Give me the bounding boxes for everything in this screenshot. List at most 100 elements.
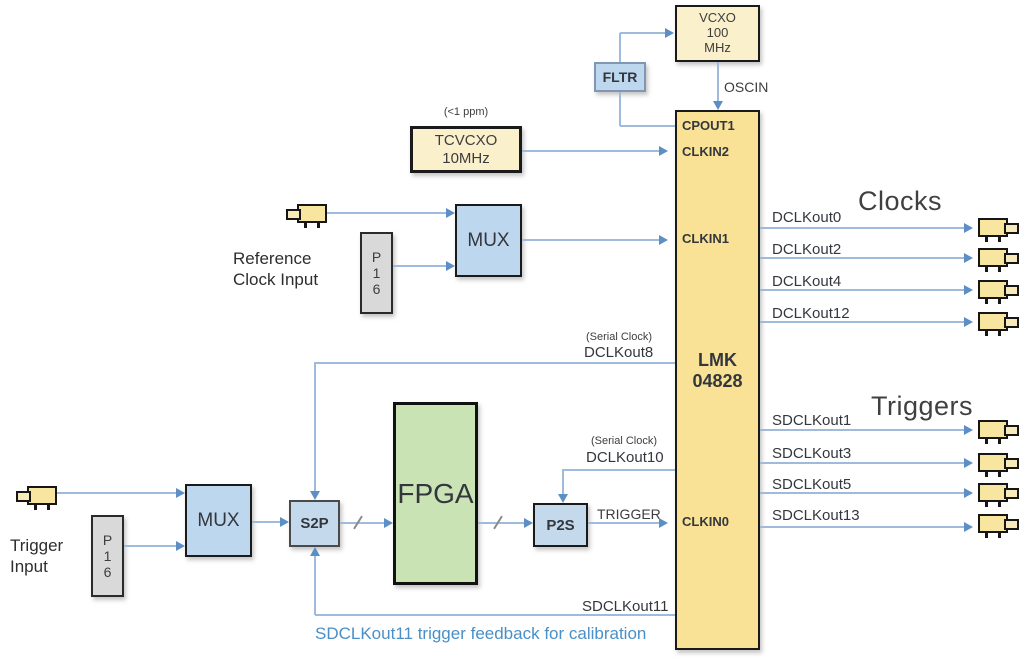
fpga-block: FPGA [393,402,478,585]
mux-ref-arrowhead2 [446,261,455,271]
mux-ref-arrowhead [446,208,455,218]
trigger-output-arrowhead [964,488,973,498]
mux-trigger-block: MUX [185,484,252,557]
trigger-sma-connector-icon [16,486,57,510]
s2p-block: S2P [289,500,340,547]
connector-leg [985,470,988,477]
connector-tab [1004,253,1019,264]
sdclkout11-line [315,614,675,616]
p16-trigger-block: P 1 6 [91,515,124,597]
clocks-heading: Clocks [858,186,943,216]
connector-leg [998,500,1001,507]
connector-tab [16,491,31,502]
p16-label-line: P [371,248,382,265]
port-clkin1: CLKIN1 [682,231,729,246]
connector-leg [998,329,1001,336]
vcxo-arrowhead [665,28,674,38]
clock-output-arrowhead [964,223,973,233]
vcxo-label-line: MHz [704,39,731,55]
connector-leg [985,437,988,444]
connector-leg [304,221,307,228]
reference-input-line: Clock Input [233,270,319,289]
s2p-to-fpga-line [340,522,385,524]
vcxo-label-line: 100 [706,25,729,41]
fpga-to-p2s-line [478,522,525,524]
connector-leg [985,297,988,304]
clock-output-line [760,321,967,323]
tcvcxo-to-clkin2-line [522,150,660,152]
serial-clock10-note: (Serial Clock) [591,435,658,447]
connector-leg [985,329,988,336]
sma-connector-icon [978,218,1019,242]
connector-leg [985,500,988,507]
p16trig-to-mux-line [124,545,178,547]
p16ref-to-mux-line [393,265,448,267]
cpout1-line [620,125,675,127]
trigger-output-line [760,462,967,464]
dclkout8-label: DCLKout8 [584,344,654,361]
trigger-output-arrowhead [964,458,973,468]
mux-to-s2p-line [252,521,281,523]
connector-tab [1004,317,1019,328]
connector-tab [1004,458,1019,469]
clock-output-line [760,257,967,259]
mux-label: MUX [467,229,510,251]
oscin-line [717,62,719,102]
p16-label-line: 6 [372,281,381,298]
s2p-arrowhead [280,517,289,527]
fltr-out-line [619,33,621,62]
clock-output-label: DCLKout2 [772,241,842,258]
p2s-top-arrowhead [558,494,568,503]
clock-output-line [760,227,967,229]
oscin-arrowhead [713,101,723,110]
sma-connector-icon [978,312,1019,336]
caption: SDCLKout11 trigger feedback for calibrat… [315,624,647,643]
trig-conn-to-mux-line [57,492,178,494]
connector-leg [985,235,988,242]
p16-reference-block: P 1 6 [360,232,393,314]
p2s-arrowhead [524,518,533,528]
sma-connector-icon [978,420,1019,444]
clock-output-line [760,289,967,291]
sma-connector-icon [978,248,1019,272]
p16-label-line: 1 [103,547,112,564]
vcxo-block: VCXO 100 MHz [675,5,760,62]
dclkout8-line [315,362,675,364]
ref-conn-to-mux-line [327,212,448,214]
fpga-arrowhead [384,518,393,528]
trigger-output-arrowhead [964,425,973,435]
clock-output-label: DCLKout0 [772,209,842,226]
connector-leg [998,297,1001,304]
dclkout10-label: DCLKout10 [586,449,664,466]
clkin0-arrowhead [659,518,668,528]
reference-input-line: Reference [233,249,312,268]
p2s-block: P2S [533,503,588,547]
connector-leg [998,531,1001,538]
trigger-output-label: SDCLKout13 [772,507,860,524]
tcvcxo-note: (<1 ppm) [443,106,489,118]
triggers-heading: Triggers [871,391,974,421]
connector-leg [985,265,988,272]
fltr-block: FLTR [594,62,646,92]
sma-connector-icon [978,483,1019,507]
trigger-output-label: SDCLKout1 [772,412,852,429]
trigger-input-line: Trigger [10,536,64,555]
clock-output-label: DCLKout12 [772,305,850,322]
oscin-label: OSCIN [724,79,769,95]
connector-leg [985,531,988,538]
connector-tab [1004,488,1019,499]
mux-to-clkin1-line [522,239,660,241]
trigger-line [588,522,660,524]
fpga-label: FPGA [397,477,474,509]
s2p-bottom-arrowhead [310,547,320,556]
fltr-label: FLTR [602,69,638,85]
s2p-label: S2P [300,515,329,532]
connector-leg [317,221,320,228]
clock-output-label: DCLKout4 [772,273,842,290]
mux-reference-block: MUX [455,204,522,277]
reference-sma-connector-icon [286,204,327,228]
s2p-top-arrowhead [310,491,320,500]
p16-label-line: 1 [372,264,381,281]
clkin2-arrowhead [659,146,668,156]
